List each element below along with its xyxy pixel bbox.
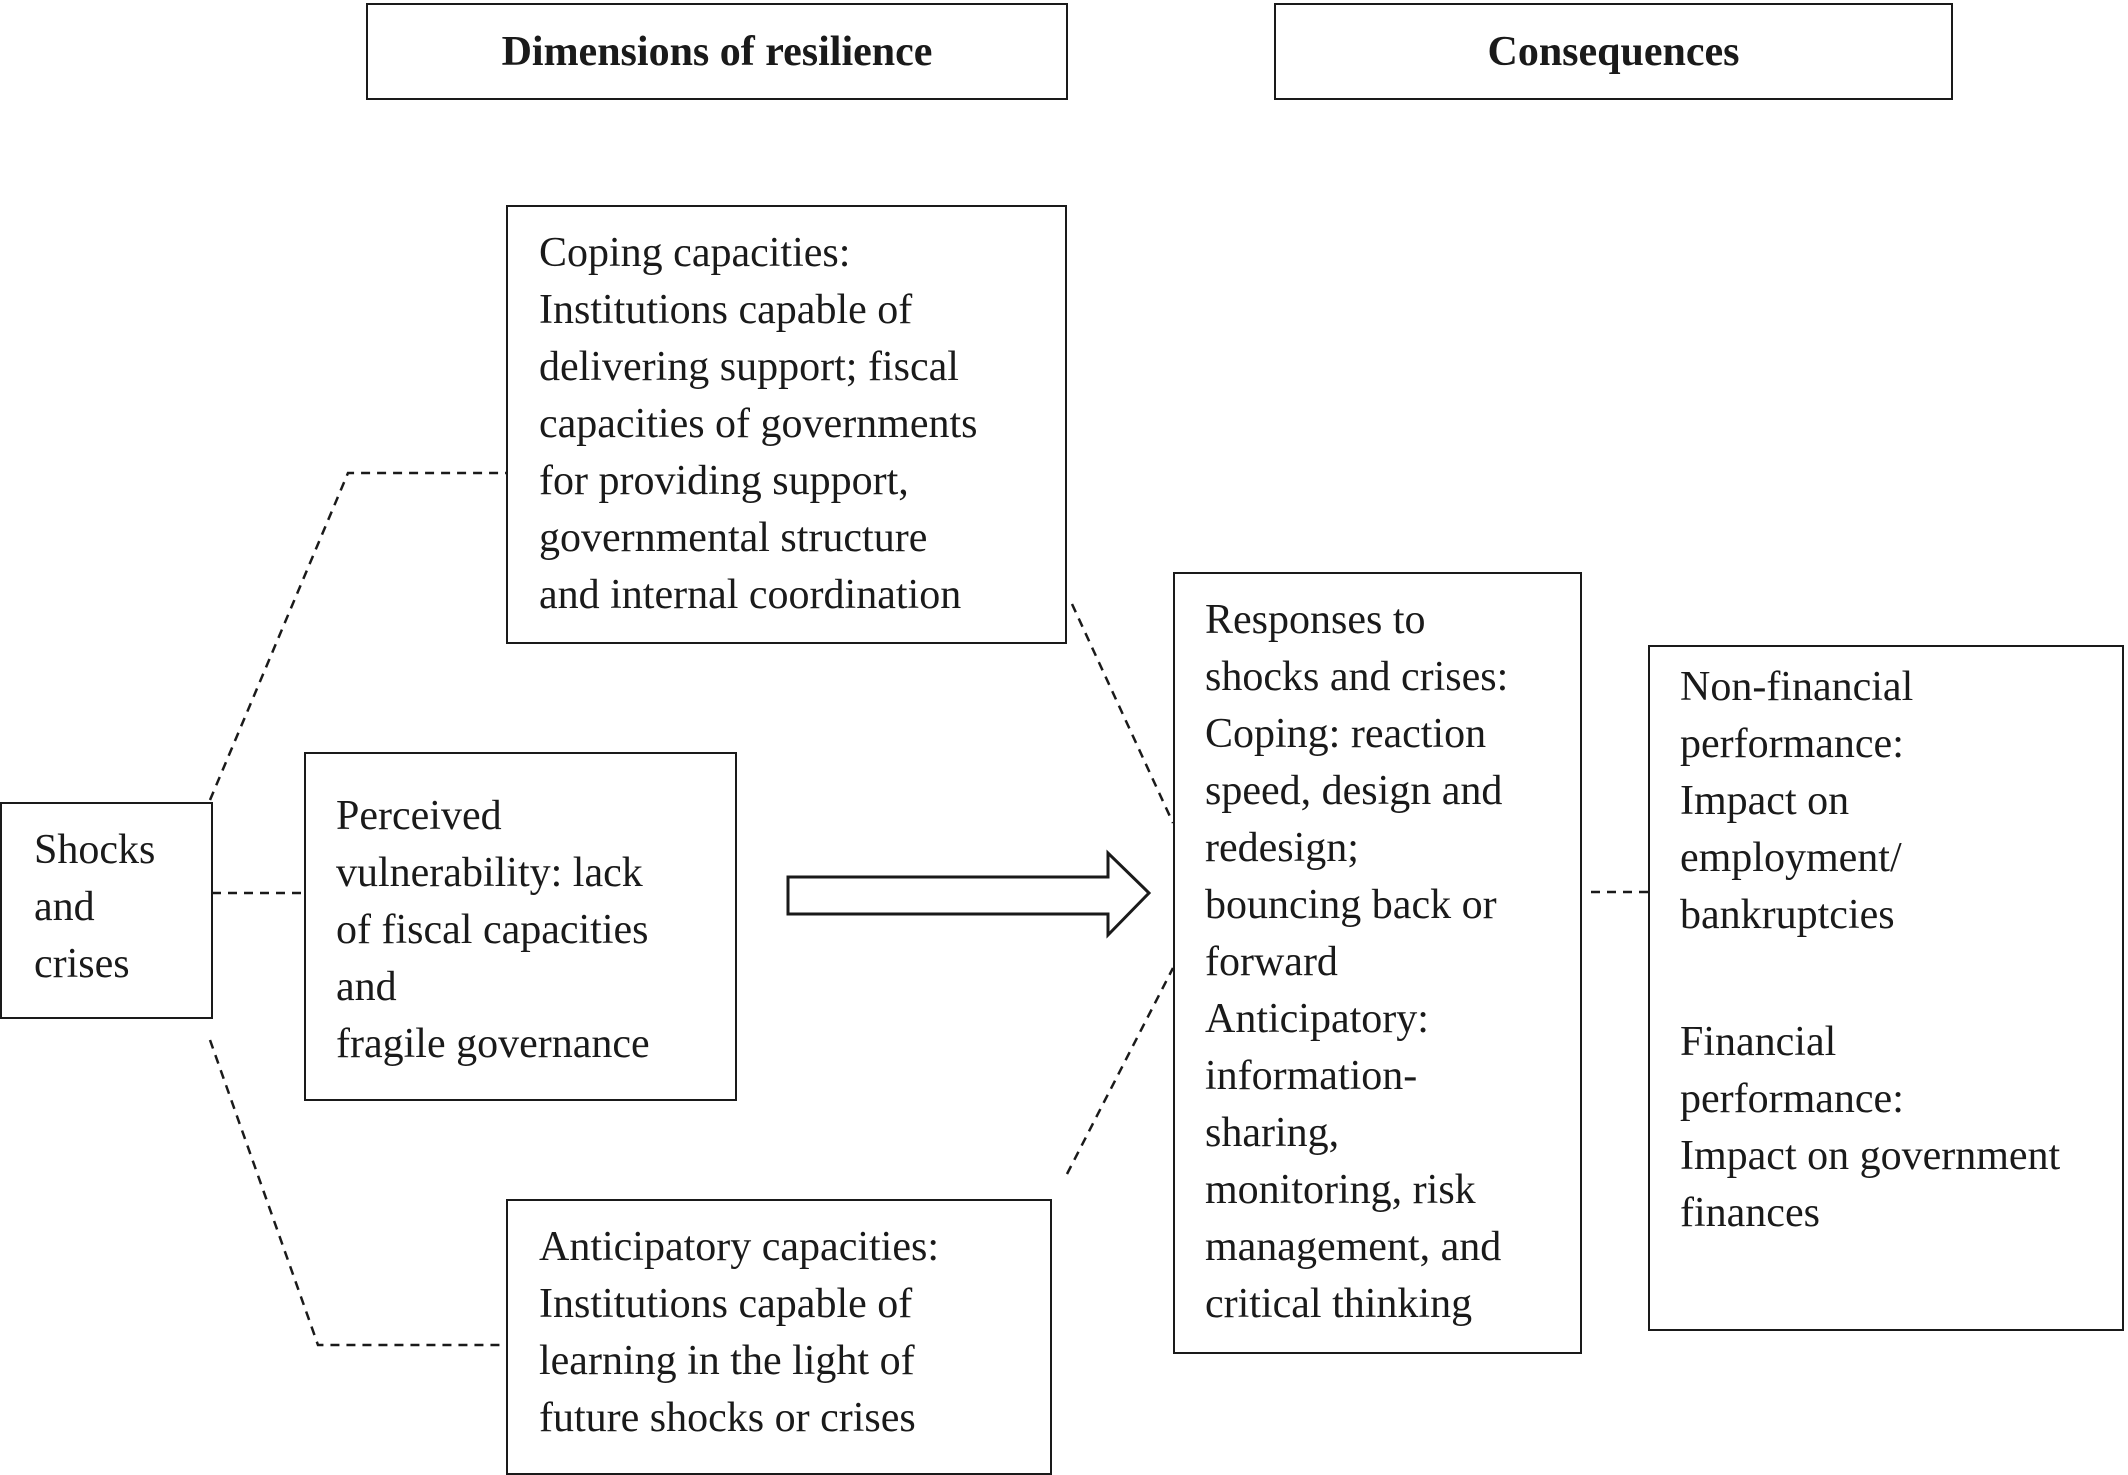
responses-line: shocks and crises: [1205,654,1509,700]
coping-line: governmental structure [539,515,928,561]
responses-line: speed, design and [1205,768,1503,814]
perceived-vulnerability-box: Perceived vulnerability: lack of fiscal … [304,752,737,1101]
connector-coping-to-responses [1070,603,1175,824]
non-financial-line: performance: [1680,721,1904,767]
vulnerability-line: and [336,964,397,1010]
anticipatory-line: Institutions capable of [539,1281,913,1327]
non-financial-performance: Non-financial performance: Impact on emp… [1680,659,2122,944]
connector-shocks-to-anticipatory [208,1039,506,1347]
responses-line: sharing, [1205,1110,1340,1156]
financial-line: finances [1680,1190,1820,1236]
vulnerability-line: fragile governance [336,1021,650,1067]
header-consequences: Consequences [1274,3,1953,100]
coping-line: Coping capacities: [539,230,851,276]
non-financial-line: Impact on [1680,778,1850,824]
responses-line: bouncing back or [1205,882,1497,928]
anticipatory-line: Anticipatory capacities: [539,1224,940,1270]
responses-line: redesign; [1205,825,1359,871]
coping-line: for providing support, [539,458,909,504]
coping-line: Institutions capable of [539,287,913,333]
coping-capacities-box: Coping capacities: Institutions capable … [506,205,1067,644]
responses-box: Responses to shocks and crises: Coping: … [1173,572,1582,1354]
responses-line: forward [1205,939,1338,985]
vulnerability-line: of fiscal capacities [336,907,649,953]
connector-shocks-to-coping [208,471,506,801]
shocks-line: crises [34,941,130,987]
responses-line: information- [1205,1053,1418,1099]
header-dimensions-of-resilience: Dimensions of resilience [366,3,1068,100]
financial-line: performance: [1680,1076,1904,1122]
coping-line: capacities of governments [539,401,978,447]
anticipatory-line: learning in the light of [539,1338,915,1384]
header-dimensions-label: Dimensions of resilience [501,28,933,75]
anticipatory-line: future shocks or crises [539,1395,916,1441]
financial-performance: Financial performance: Impact on governm… [1680,1014,2122,1242]
responses-line: Coping: reaction [1205,711,1487,757]
non-financial-line: employment/ [1680,835,1902,881]
shocks-box: Shocks and crises [0,802,213,1019]
coping-line: delivering support; fiscal [539,344,959,390]
header-consequences-label: Consequences [1487,28,1740,75]
responses-line: monitoring, risk [1205,1167,1476,1213]
block-arrow [786,849,1152,939]
responses-line: critical thinking [1205,1281,1473,1327]
shocks-line: Shocks [34,827,156,873]
non-financial-line: Non-financial [1680,664,1914,710]
responses-line: Anticipatory: [1205,996,1429,1042]
performance-box: Non-financial performance: Impact on emp… [1648,645,2124,1331]
financial-line: Financial [1680,1019,1837,1065]
vulnerability-line: Perceived [336,793,502,839]
vulnerability-line: vulnerability: lack [336,850,643,896]
financial-line: Impact on government [1680,1133,2061,1179]
responses-line: Responses to [1205,597,1426,643]
non-financial-line: bankruptcies [1680,892,1895,938]
connector-anticipatory-to-responses [1065,967,1175,1175]
coping-line: and internal coordination [539,572,962,618]
anticipatory-capacities-box: Anticipatory capacities: Institutions ca… [506,1199,1052,1475]
shocks-line: and [34,884,95,930]
responses-line: management, and [1205,1224,1502,1270]
